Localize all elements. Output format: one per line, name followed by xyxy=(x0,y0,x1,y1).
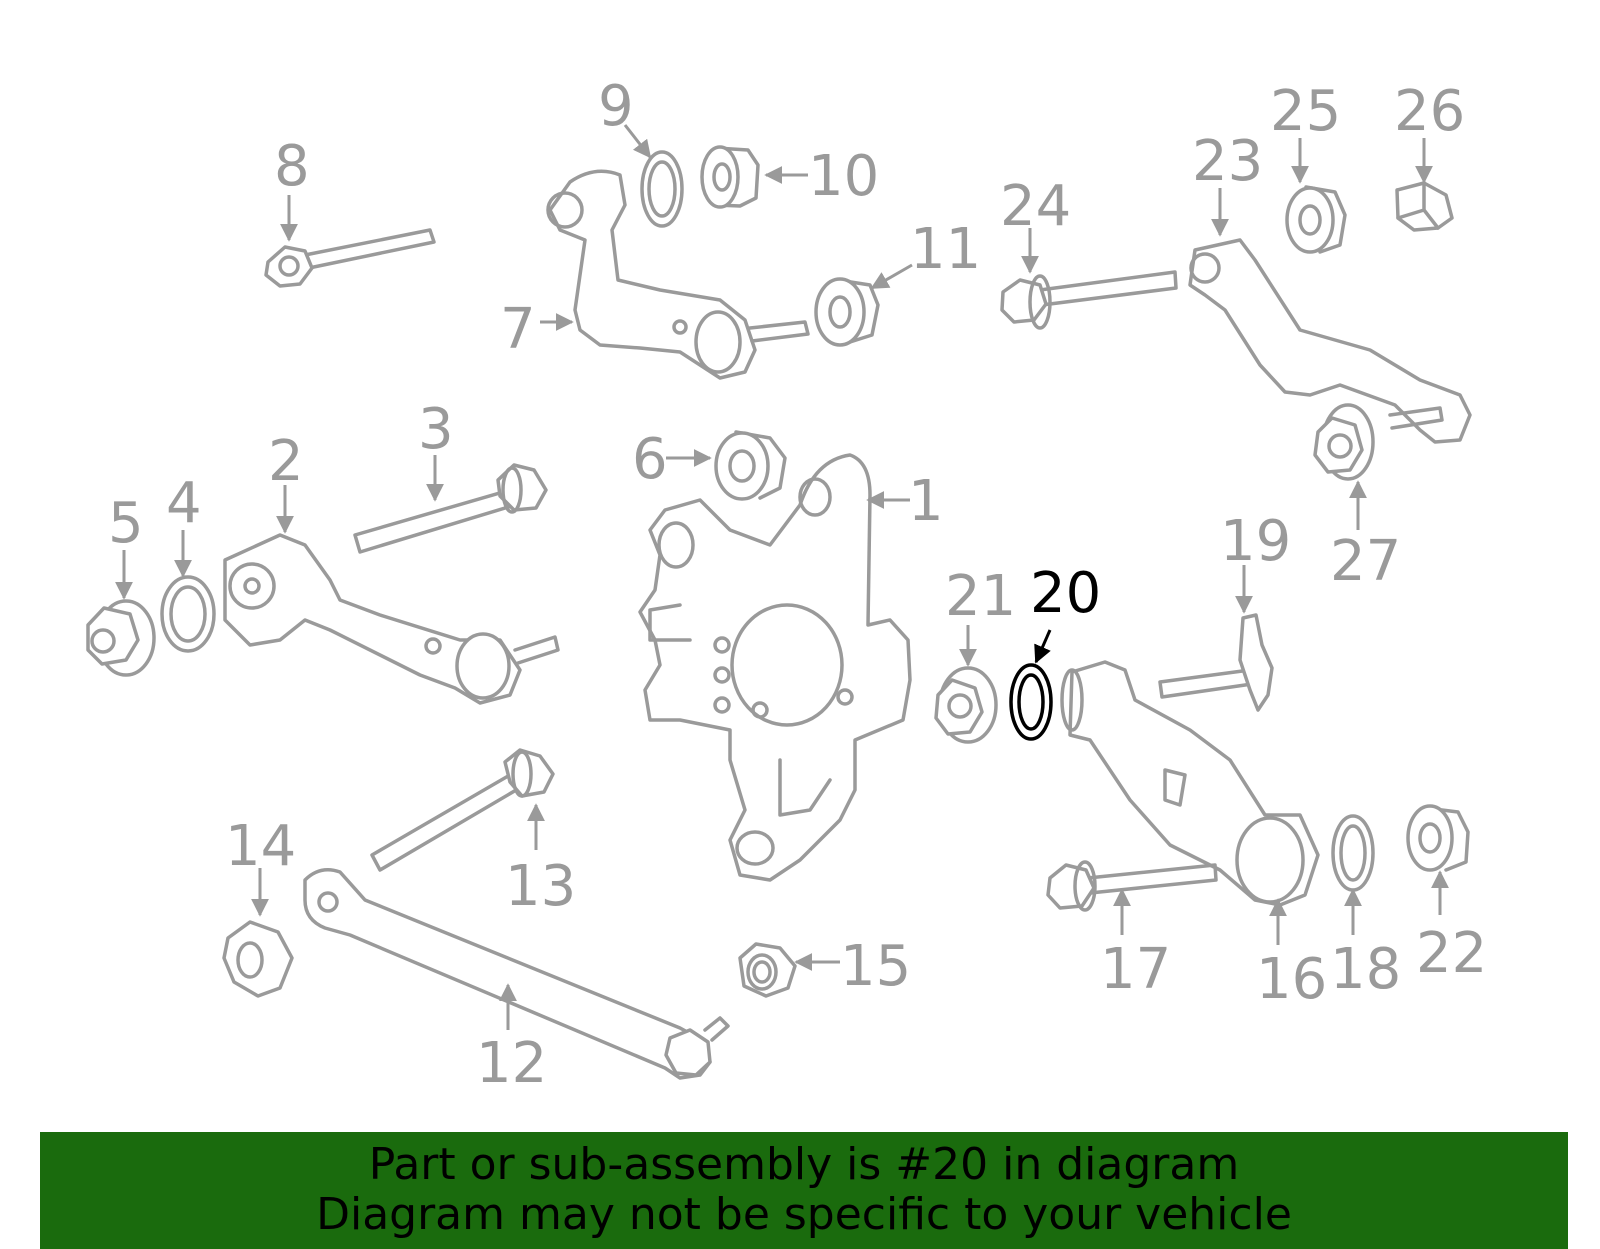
part-20-washer xyxy=(1009,663,1053,741)
part-23-control-arm xyxy=(1188,238,1472,444)
part-12-lateral-link xyxy=(303,868,730,1080)
callout-2: 2 xyxy=(268,429,304,494)
callout-4: 4 xyxy=(166,471,202,536)
callout-27: 27 xyxy=(1330,529,1401,594)
part-3-bolt xyxy=(353,463,548,554)
part-10-nut xyxy=(700,145,760,209)
parts-diagram: 1 2 3 4 5 6 7 8 9 10 11 12 13 14 15 16 1… xyxy=(86,74,1487,1096)
callout-12: 12 xyxy=(476,1031,547,1096)
part-7-upper-control-arm xyxy=(546,169,810,380)
callout-1: 1 xyxy=(908,469,944,534)
part-21-nut xyxy=(934,666,998,744)
callout-24: 24 xyxy=(1000,174,1071,239)
callout-18: 18 xyxy=(1330,937,1401,1002)
part-17-bolt xyxy=(1046,860,1218,912)
callout-10: 10 xyxy=(808,144,879,209)
part-2-control-arm xyxy=(223,533,560,705)
callout-26: 26 xyxy=(1394,79,1465,144)
callout-20: 20 xyxy=(1030,561,1101,626)
callout-25: 25 xyxy=(1270,79,1341,144)
callout-8: 8 xyxy=(274,134,310,199)
part-4-washer xyxy=(160,575,216,653)
part-19-bolt xyxy=(1158,613,1274,712)
banner-line-disclaimer: Diagram may not be specific to your vehi… xyxy=(316,1189,1292,1240)
callout-3: 3 xyxy=(418,397,454,462)
callout-17: 17 xyxy=(1100,937,1171,1002)
callout-arrows xyxy=(115,124,1449,1030)
part-26-nut xyxy=(1395,181,1454,232)
part-25-nut xyxy=(1285,185,1347,254)
part-5-nut xyxy=(86,599,156,677)
part-13-bolt xyxy=(370,748,555,872)
callout-6: 6 xyxy=(632,427,668,492)
part-27-nut xyxy=(1313,403,1375,481)
callout-15: 15 xyxy=(840,934,911,999)
part-6-nut xyxy=(714,430,787,501)
part-16-lower-arm xyxy=(1060,660,1320,907)
banner-line-part: Part or sub-assembly is #20 in diagram xyxy=(368,1139,1240,1190)
part-9-washer xyxy=(640,150,684,228)
callout-21: 21 xyxy=(945,564,1016,629)
callout-11: 11 xyxy=(910,217,981,282)
callout-14: 14 xyxy=(225,814,296,879)
callout-7: 7 xyxy=(500,297,536,362)
callout-9: 9 xyxy=(598,74,634,139)
part-14-nut xyxy=(222,920,294,998)
part-8-bolt xyxy=(264,228,436,288)
callout-19: 19 xyxy=(1220,509,1291,574)
part-15-nut xyxy=(738,942,797,998)
part-1-knuckle xyxy=(638,453,912,882)
part-24-bolt xyxy=(1000,270,1178,330)
info-banner: Part or sub-assembly is #20 in diagram D… xyxy=(40,1132,1568,1249)
part-11-nut xyxy=(814,277,880,347)
callout-labels: 1 2 3 4 5 6 7 8 9 10 11 12 13 14 15 16 1… xyxy=(108,74,1487,1096)
callout-13: 13 xyxy=(505,854,576,919)
part-18-washer xyxy=(1331,814,1375,892)
part-22-nut xyxy=(1406,804,1470,872)
callout-5: 5 xyxy=(108,491,144,556)
callout-16: 16 xyxy=(1256,947,1327,1012)
callout-22: 22 xyxy=(1416,921,1487,986)
callout-23: 23 xyxy=(1192,129,1263,194)
